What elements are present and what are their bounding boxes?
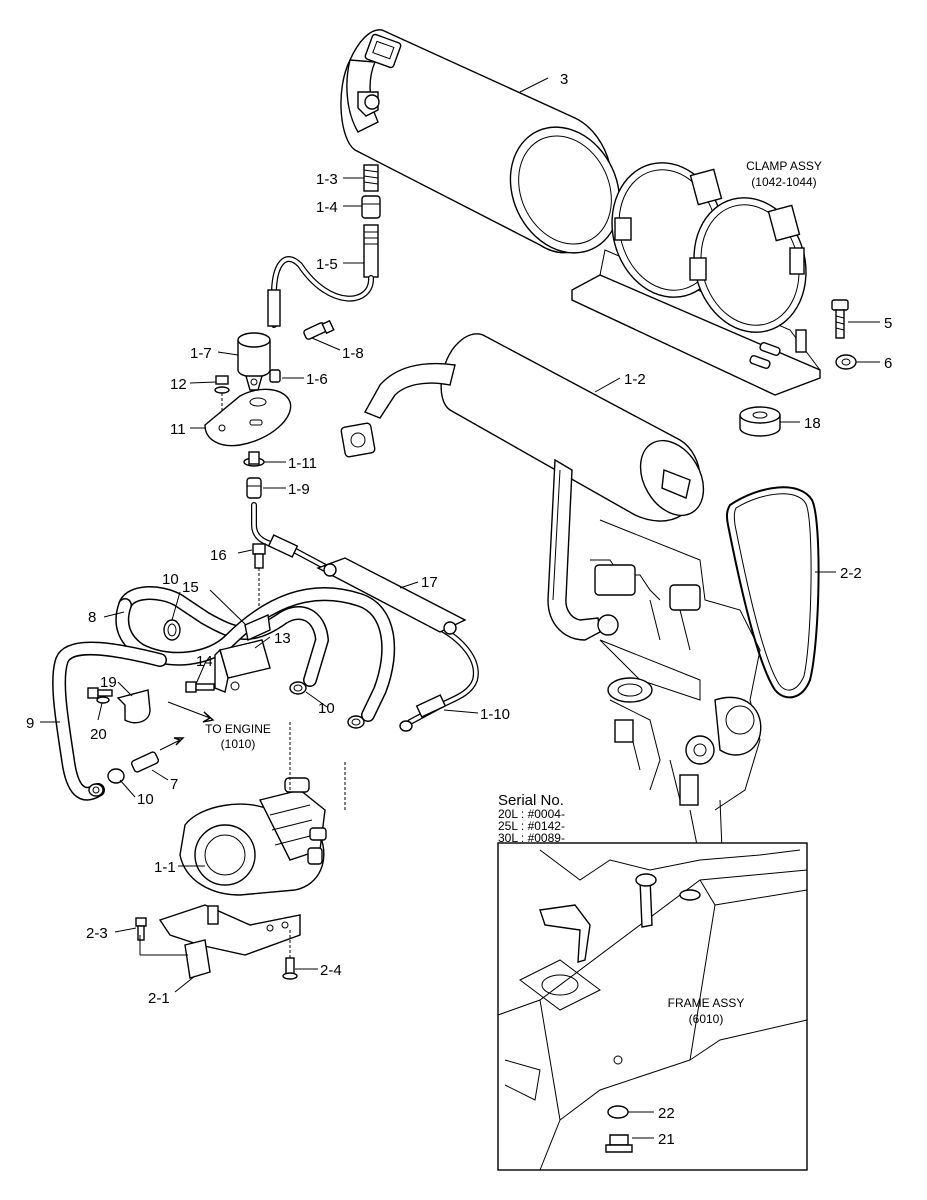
bolt-2-4 xyxy=(282,930,298,980)
o-ring-22 xyxy=(607,1105,629,1119)
callout-2-3: 2-3 xyxy=(86,925,108,942)
notes: CLAMP ASSY (1042-1044) TO ENGINE (1010) … xyxy=(205,159,822,1026)
bolt-2-3 xyxy=(135,917,147,941)
callout-14: 14 xyxy=(196,653,213,670)
callout-2-1: 2-1 xyxy=(148,990,170,1007)
bracket-13 xyxy=(214,639,271,693)
callout-1-5: 1-5 xyxy=(316,256,338,273)
washer-6 xyxy=(835,354,857,370)
callout-10-top: 10 xyxy=(162,571,179,588)
pipe-1-10 xyxy=(251,502,479,732)
fitting-1-9 xyxy=(246,477,262,499)
callout-16: 16 xyxy=(210,547,227,564)
callout-1-11: 1-11 xyxy=(288,455,317,472)
callout-19: 19 xyxy=(100,674,117,691)
callout-12: 12 xyxy=(170,376,187,393)
frame-assy-label: FRAME ASSY xyxy=(668,996,745,1010)
serial-title: Serial No. xyxy=(498,792,564,809)
rubber-mount-18 xyxy=(739,406,781,437)
frame-inset xyxy=(497,842,808,1171)
bracket-11 xyxy=(204,388,292,447)
fitting-1-3 xyxy=(363,164,379,192)
serial-25l: 25L : #0142- xyxy=(498,819,565,833)
leader-lines xyxy=(40,77,880,1139)
callout-18: 18 xyxy=(804,415,821,432)
serial-number-block: Serial No. 20L : #0004- 25L : #0142- 30L… xyxy=(498,792,565,845)
belt-2-2 xyxy=(725,486,820,699)
callout-1-6: 1-6 xyxy=(306,371,328,388)
callout-2-4: 2-4 xyxy=(320,962,342,979)
lpg-tank xyxy=(340,29,621,254)
callout-1-9: 1-9 xyxy=(288,481,310,498)
callout-9: 9 xyxy=(26,715,34,732)
callout-6: 6 xyxy=(884,355,892,372)
callout-1-2: 1-2 xyxy=(624,371,646,388)
vaporizer-1-1 xyxy=(179,720,346,896)
bracket-2-1 xyxy=(158,904,301,979)
clip-19-20 xyxy=(87,687,151,724)
callout-1-10: 1-10 xyxy=(480,706,510,723)
callout-22: 22 xyxy=(658,1105,675,1122)
callout-10-bottom: 10 xyxy=(137,791,154,808)
to-engine-code: (1010) xyxy=(221,737,256,751)
cover-17 xyxy=(316,557,467,635)
callout-20: 20 xyxy=(90,726,107,743)
callout-5: 5 xyxy=(884,315,892,332)
fitting-1-11 xyxy=(243,451,265,467)
plug-1-8 xyxy=(303,319,335,340)
hose-9 xyxy=(52,587,396,801)
plug-21 xyxy=(605,1134,633,1153)
callout-7: 7 xyxy=(170,776,178,793)
callout-3: 3 xyxy=(560,71,568,88)
bracket-15 xyxy=(244,613,271,642)
callout-1-8: 1-8 xyxy=(342,345,364,362)
serial-20l: 20L : #0004- xyxy=(498,807,565,821)
muffler xyxy=(340,333,705,641)
engine-block xyxy=(590,519,762,861)
hose-1-5 xyxy=(267,224,379,328)
clamp-10 xyxy=(88,619,365,797)
callout-15: 15 xyxy=(182,579,199,596)
bolt-5 xyxy=(831,299,849,339)
callout-1-3: 1-3 xyxy=(316,171,338,188)
callout-1-1: 1-1 xyxy=(154,859,176,876)
frame-assy-code: (6010) xyxy=(689,1012,724,1026)
clamp-assembly xyxy=(571,162,821,396)
serial-30l: 30L : #0089- xyxy=(498,831,565,845)
engine-arrow xyxy=(167,701,211,719)
clip-16 xyxy=(252,543,266,615)
bolt-14 xyxy=(185,681,215,693)
fitting-1-4 xyxy=(361,195,381,219)
clamp-assy-label: CLAMP ASSY xyxy=(746,159,822,173)
callout-8: 8 xyxy=(88,609,96,626)
clamp-assy-code: (1042-1044) xyxy=(751,175,816,189)
callout-13: 13 xyxy=(274,630,291,647)
callout-1-7: 1-7 xyxy=(190,345,212,362)
fitting-1-6 xyxy=(269,369,281,383)
callout-21: 21 xyxy=(658,1131,675,1148)
callout-labels: 3 1-3 1-4 1-5 1-7 1-8 12 1-6 11 1-11 1-9… xyxy=(26,71,892,1148)
callout-11: 11 xyxy=(170,421,186,438)
fitting-7 xyxy=(130,751,160,773)
filter-1-7 xyxy=(237,332,271,391)
callout-17: 17 xyxy=(421,574,438,591)
callout-1-4: 1-4 xyxy=(316,199,338,216)
callout-2-2: 2-2 xyxy=(840,565,862,582)
callout-10-mid: 10 xyxy=(318,700,335,717)
to-engine-label: TO ENGINE xyxy=(205,722,271,736)
